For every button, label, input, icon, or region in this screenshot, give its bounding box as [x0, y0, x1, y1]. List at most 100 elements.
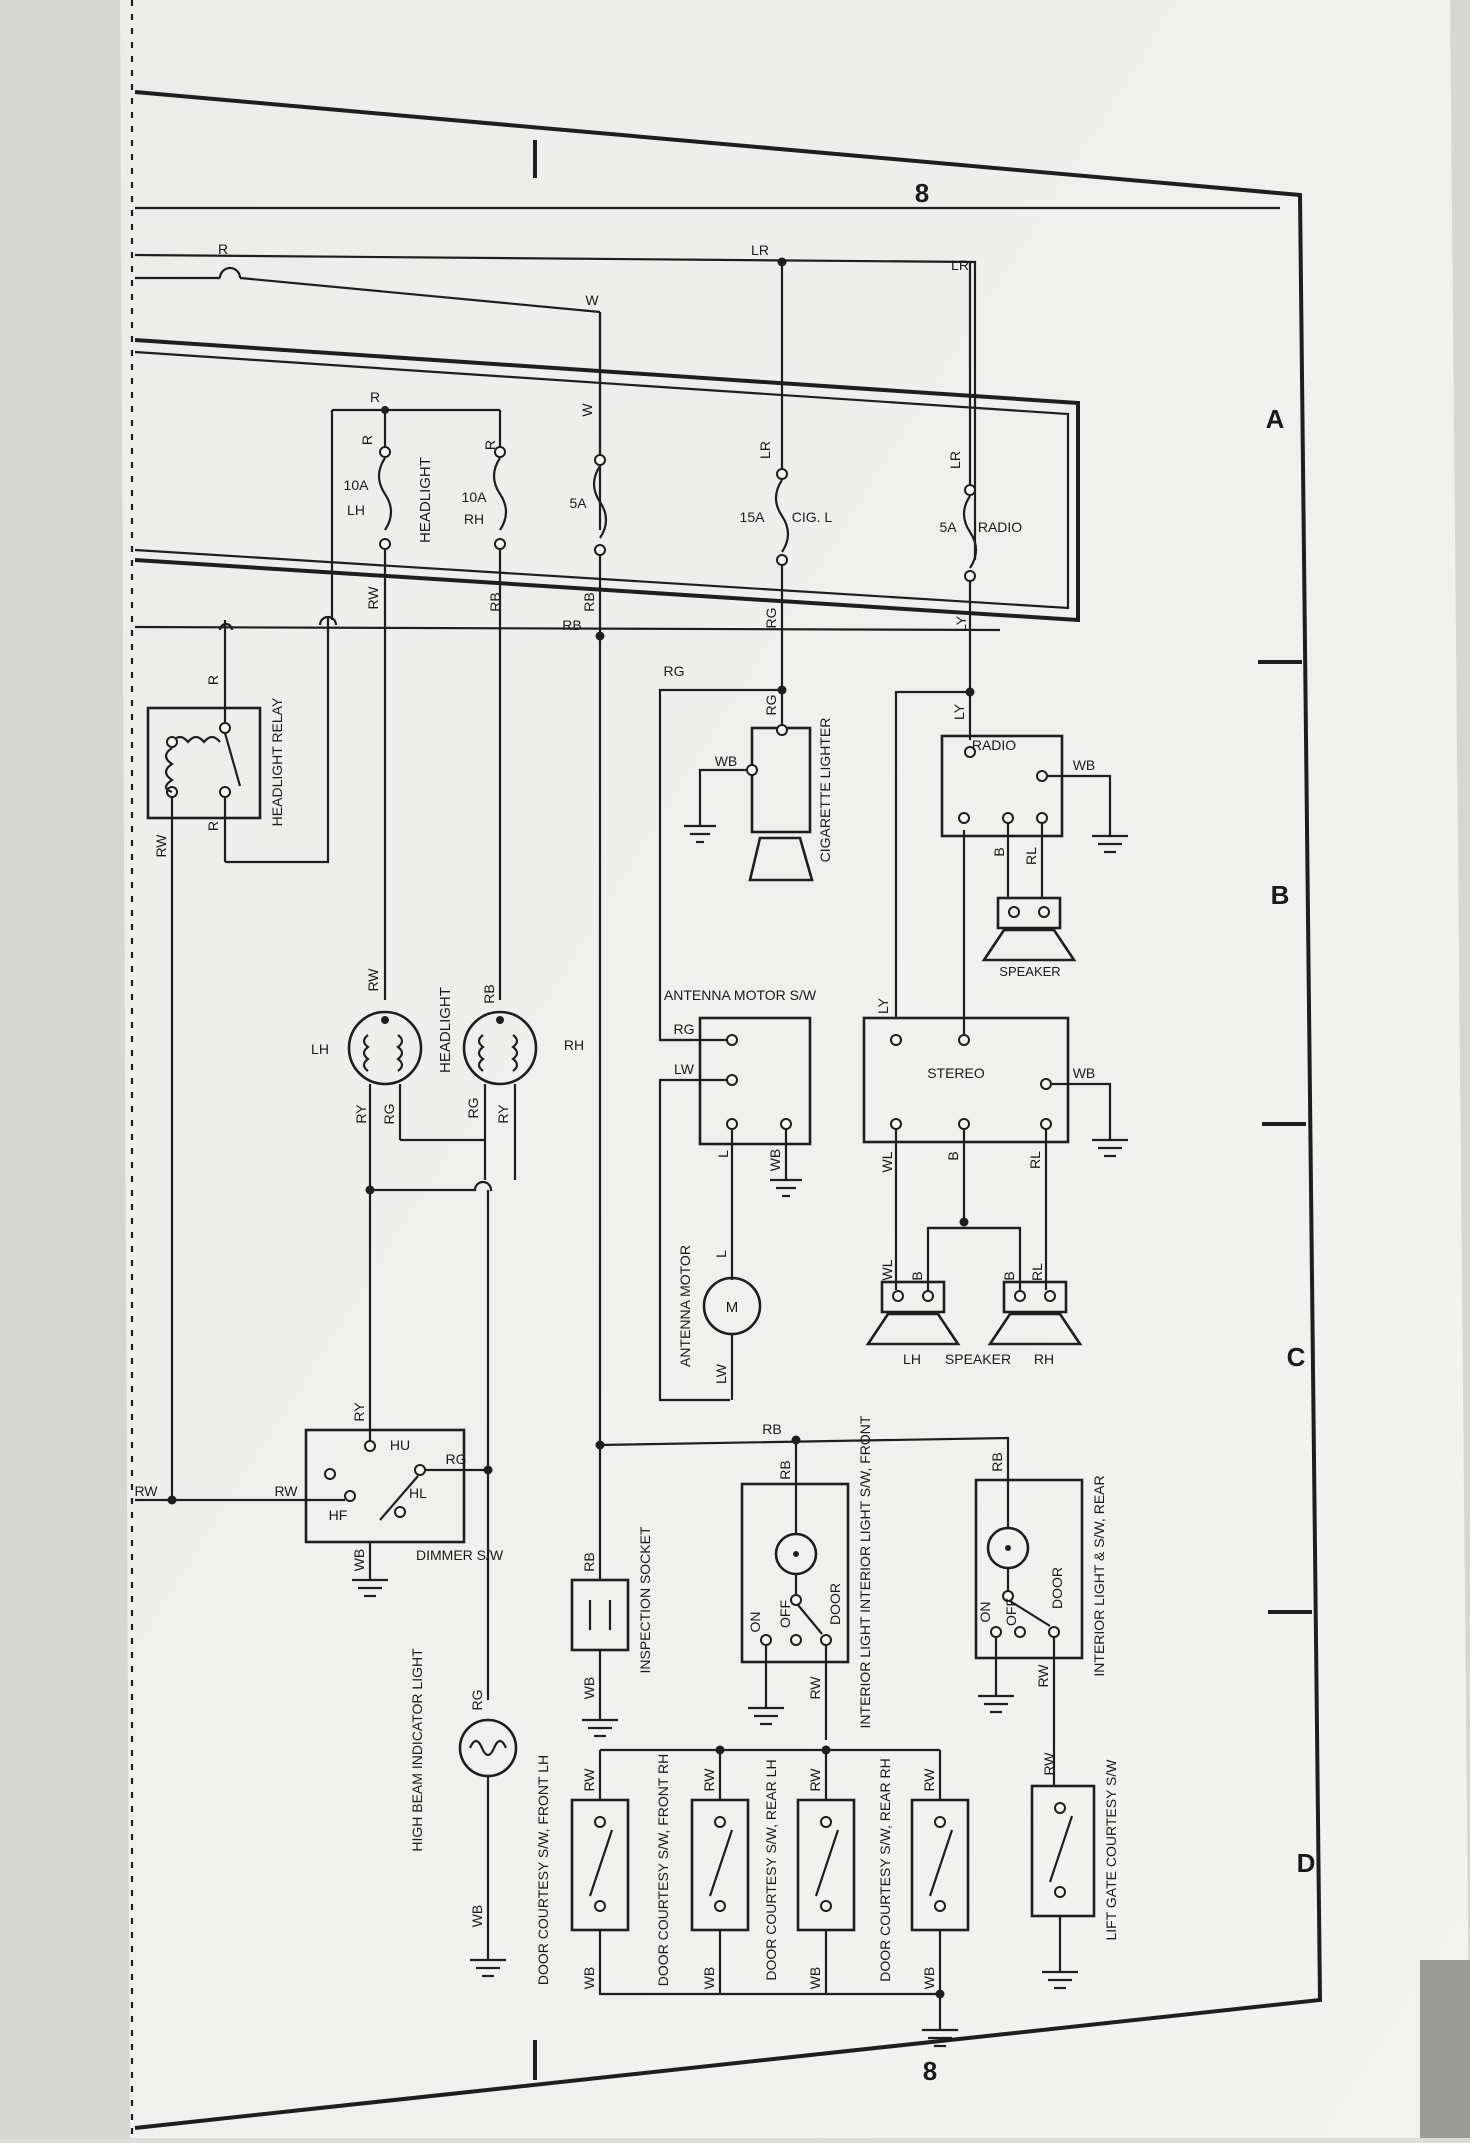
door-courtesy-rear-rh-label: DOOR COURTESY S/W, REAR RH — [877, 1758, 893, 1982]
wire-label: R — [205, 821, 221, 831]
wire-label: RW — [581, 1768, 597, 1792]
wire-label: RB — [481, 984, 497, 1003]
wire-label: RG — [763, 695, 779, 716]
fuse-block: R R 10A LH HEADLIGHT R 10A RH W 5A — [330, 257, 1022, 1445]
switch-door-label: DOOR — [827, 1583, 843, 1625]
fuse-lh-rating: 10A — [344, 477, 370, 493]
wire-label: LR — [757, 441, 773, 459]
antenna-motor: M L LW ANTENNA MOTOR — [677, 1245, 762, 1400]
wire-label: RB — [487, 592, 503, 611]
wire-label: WB — [351, 1549, 367, 1572]
wire-label: RW — [153, 834, 169, 858]
zone-a: A — [1266, 404, 1285, 434]
wire-label: RW — [365, 968, 381, 992]
antenna-motor-switch: ANTENNA MOTOR S/W RG LW L WB — [658, 987, 817, 1402]
wire-label: LY — [953, 615, 969, 632]
wire-label: LR — [947, 451, 963, 469]
radio: RADIO LY WB B RL — [894, 687, 1128, 1018]
page-frame — [130, 0, 1323, 2138]
fuse-cig-label: CIG. L — [792, 509, 833, 525]
wire-label: R — [218, 241, 228, 257]
dimmer-hl-label: HL — [409, 1485, 427, 1501]
wire-label: RG — [674, 1021, 695, 1037]
fuse-rh-rating: 10A — [462, 489, 488, 505]
headlight-rh-label: RH — [564, 1037, 584, 1053]
wire-label: WB — [581, 1677, 597, 1700]
wire-label: LR — [751, 242, 769, 258]
wire-label: R — [482, 440, 498, 450]
door-courtesy-rear-rh: RW WB DOOR COURTESY S/W, REAR RH — [877, 1758, 970, 1989]
wire-label: WB — [715, 753, 738, 769]
speaker-rh-label: RH — [1034, 1351, 1054, 1367]
dimmer-hf-label: HF — [329, 1507, 348, 1523]
antenna-motor-label: ANTENNA MOTOR — [677, 1245, 693, 1367]
wire-label: WB — [1073, 1065, 1096, 1081]
wire-label: RY — [495, 1104, 511, 1124]
wire-label: WL — [879, 1259, 895, 1280]
dimmer-hu-label: HU — [390, 1437, 410, 1453]
wire-label: WB — [469, 1905, 485, 1928]
door-courtesy-rear-lh-label: DOOR COURTESY S/W, REAR LH — [763, 1759, 779, 1980]
wire-label: WL — [879, 1151, 895, 1172]
interior-light-front-label: INTERIOR LIGHT INTERIOR LIGHT S/W, FRONT — [857, 1415, 873, 1728]
wire-label: B — [1001, 1271, 1017, 1280]
wire-label: RB — [581, 1552, 597, 1571]
fuse-rh-label: RH — [464, 511, 484, 527]
wire-label: RG — [381, 1104, 397, 1125]
high-beam-indicator: RG WB HIGH BEAM INDICATOR LIGHT — [409, 1648, 518, 1978]
headlight-label: HEADLIGHT — [437, 987, 454, 1073]
door-courtesy-front-rh-label: DOOR COURTESY S/W, FRONT RH — [655, 1754, 671, 1987]
page-number-top: 8 — [915, 178, 929, 208]
wire-label: B — [945, 1151, 961, 1160]
stereo-speaker-rh: B RL RH — [987, 1263, 1083, 1367]
wire-label: RB — [581, 592, 597, 611]
wire-label: WB — [767, 1149, 783, 1172]
wire-label: RB — [562, 617, 581, 633]
antenna-motor-sw-label: ANTENNA MOTOR S/W — [664, 987, 817, 1003]
door-courtesy-front-rh: RW WB DOOR COURTESY S/W, FRONT RH — [655, 1754, 750, 1990]
fuse-w-rating: 5A — [569, 495, 587, 511]
wire-label: RW — [1041, 1752, 1057, 1776]
switch-off-label: OFF — [777, 1600, 793, 1628]
switch-off-label: OFF — [1003, 1598, 1019, 1626]
wire-label: B — [909, 1271, 925, 1280]
wire-label: RW — [701, 1768, 717, 1792]
headlight-cross-wiring — [365, 1138, 493, 1475]
wire-label: RG — [763, 608, 779, 629]
cigarette-lighter-label: CIGARETTE LIGHTER — [817, 718, 833, 863]
wire-label: LR — [951, 257, 969, 273]
wire-label: R — [370, 389, 380, 405]
inspection-socket: RB WB INSPECTION SOCKET — [570, 1526, 653, 1738]
motor-symbol: M — [726, 1299, 739, 1316]
zone-c: C — [1287, 1342, 1306, 1372]
stereo-label: STEREO — [927, 1065, 985, 1081]
high-beam-indicator-label: HIGH BEAM INDICATOR LIGHT — [409, 1648, 425, 1852]
wire-label: R — [359, 435, 375, 445]
fuse-cig-rating: 15A — [740, 509, 766, 525]
dimmer-sw-label: DIMMER S/W — [416, 1547, 504, 1563]
wire-label: WB — [581, 1967, 597, 1990]
wire-label: RW — [365, 586, 381, 610]
wire-label: WB — [807, 1967, 823, 1990]
radio-label: RADIO — [972, 737, 1016, 753]
wire-label: LW — [713, 1363, 729, 1384]
door-courtesy-front-lh: RW WB DOOR COURTESY S/W, FRONT LH — [535, 1755, 630, 1990]
wire-label: RB — [989, 1452, 1005, 1471]
courtesy-switch-bus — [598, 1745, 958, 2048]
wire-label: WB — [701, 1967, 717, 1990]
radio-speaker: SPEAKER — [981, 896, 1077, 979]
door-courtesy-rear-lh: RW WB DOOR COURTESY S/W, REAR LH — [763, 1759, 856, 1990]
headlight-relay-label: HEADLIGHT RELAY — [269, 697, 285, 826]
lift-gate-courtesy-switch: RW LIFT GATE COURTESY S/W — [1030, 1752, 1119, 1990]
headlight-lh-label: LH — [311, 1041, 329, 1057]
rb-bus: RB RB RB — [595, 1421, 1010, 1580]
page-number-bottom: 8 — [923, 2056, 937, 2086]
switch-on-label: ON — [747, 1612, 763, 1633]
wire-label: RB — [762, 1421, 781, 1437]
fuse-radio-label: RADIO — [978, 519, 1022, 535]
wire-label: RY — [353, 1104, 369, 1124]
wire-label: RW — [274, 1483, 298, 1499]
fuse-lh-label: LH — [347, 502, 365, 518]
switch-door-label: DOOR — [1049, 1567, 1065, 1609]
wire-label: RG — [469, 1690, 485, 1711]
